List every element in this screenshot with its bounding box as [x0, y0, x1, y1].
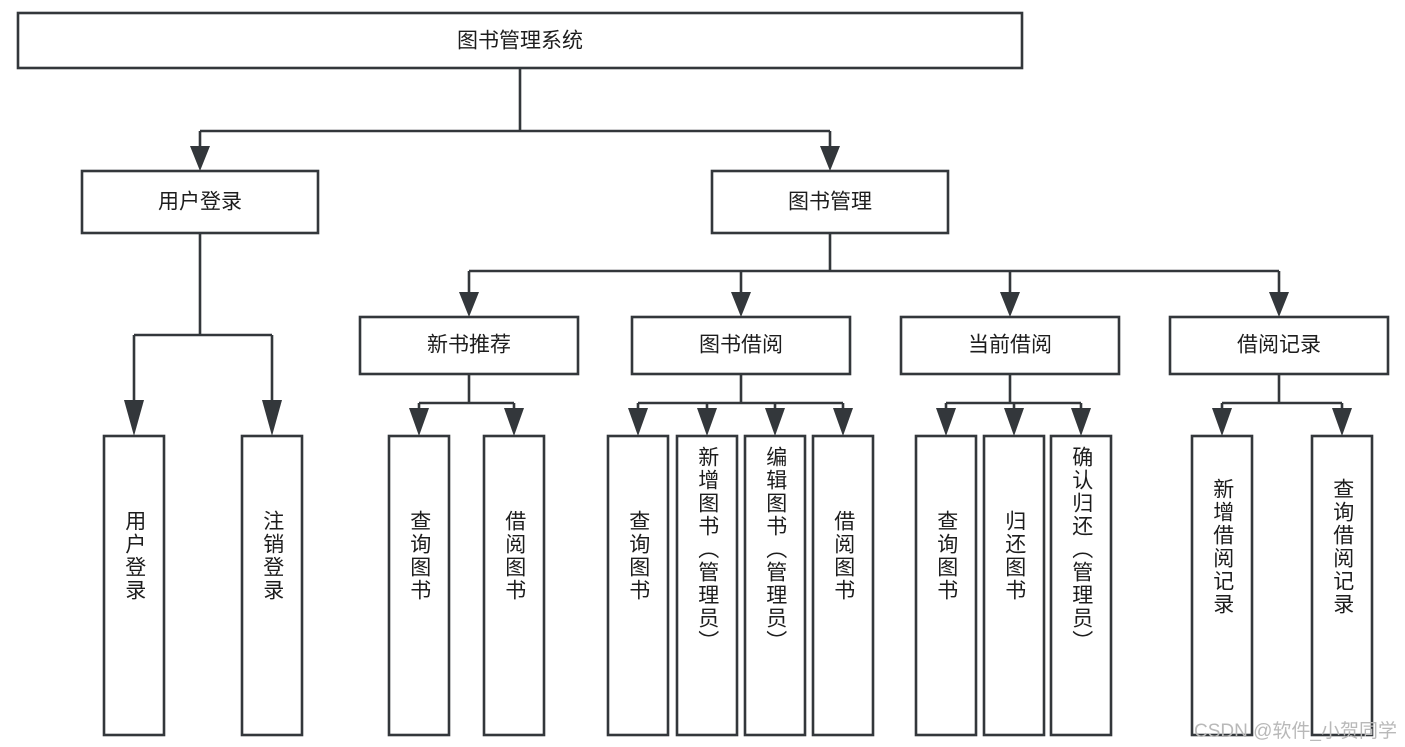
arrowhead-leaf-query-borrow-record	[1332, 408, 1352, 436]
leaf-box-query-book-current[interactable]	[914, 434, 978, 737]
leaf-box-query-book-borrow[interactable]	[606, 434, 670, 737]
leaf-box-confirm-return-admin[interactable]	[1049, 434, 1113, 737]
book-borrow-label: 图书借阅	[699, 334, 783, 357]
arrowhead-borrow-record	[1269, 292, 1289, 317]
root-box[interactable]	[16, 11, 1024, 70]
arrowhead-book-borrow	[731, 292, 751, 317]
user-login-box[interactable]	[80, 169, 320, 235]
root-label: 图书管理系统	[457, 30, 583, 53]
arrowhead-leaf-query-book-borrow	[628, 408, 648, 436]
current-borrow-box[interactable]	[899, 315, 1121, 376]
arrowhead-leaf-logout	[262, 400, 282, 436]
leaf-box-query-borrow-record[interactable]	[1310, 434, 1374, 737]
arrowhead-leaf-return-book	[1004, 408, 1024, 436]
book-management-box[interactable]	[710, 169, 950, 235]
node-borrow-record[interactable]: 借阅记录	[1168, 315, 1390, 376]
leaf-box-borrow-book[interactable]	[811, 434, 875, 737]
node-current-borrow[interactable]: 当前借阅	[899, 315, 1121, 376]
leaf-box-edit-book-admin[interactable]	[743, 434, 807, 737]
leaf-box-layer	[102, 434, 1374, 737]
arrowhead-leaf-borrow-book-recommend	[504, 408, 524, 436]
arrowhead-leaf-edit-book-admin	[765, 408, 785, 436]
leaf-box-add-borrow-record[interactable]	[1190, 434, 1254, 737]
leaf-box-add-book-admin[interactable]	[675, 434, 739, 737]
arrowhead-user-login	[190, 146, 210, 171]
new-book-recommend-label: 新书推荐	[427, 334, 511, 357]
user-login-label: 用户登录	[158, 191, 242, 214]
leaf-box-borrow-book-recommend[interactable]	[482, 434, 546, 737]
node-user-login[interactable]: 用户登录	[80, 169, 320, 235]
arrowhead-book-management	[820, 146, 840, 171]
borrow-record-box[interactable]	[1168, 315, 1390, 376]
new-book-recommend-box[interactable]	[358, 315, 580, 376]
leaf-box-logout[interactable]	[240, 434, 304, 737]
arrowhead-leaf-query-book-current	[936, 408, 956, 436]
arrowhead-leaf-add-book-admin	[697, 408, 717, 436]
connector-layer	[124, 68, 1352, 436]
node-book-borrow[interactable]: 图书借阅	[630, 315, 852, 376]
book-management-label: 图书管理	[788, 191, 872, 214]
arrowhead-leaf-confirm-return-admin	[1071, 408, 1091, 436]
arrowhead-current-borrow	[1000, 292, 1020, 317]
watermark-text: CSDN @软件_小贺同学	[1194, 721, 1397, 742]
arrowhead-leaf-add-borrow-record	[1212, 408, 1232, 436]
leaf-box-user-login[interactable]	[102, 434, 166, 737]
leaf-box-return-book[interactable]	[982, 434, 1046, 737]
node-new-book-recommend[interactable]: 新书推荐	[358, 315, 580, 376]
arrowhead-new-book-recommend	[459, 292, 479, 317]
leaf-box-query-book-recommend[interactable]	[387, 434, 451, 737]
node-root[interactable]: 图书管理系统	[16, 11, 1024, 70]
arrowhead-leaf-borrow-book	[833, 408, 853, 436]
book-borrow-box[interactable]	[630, 315, 852, 376]
borrow-record-label: 借阅记录	[1237, 334, 1321, 357]
arrowhead-leaf-user-login	[124, 400, 144, 436]
current-borrow-label: 当前借阅	[968, 334, 1052, 357]
node-book-management[interactable]: 图书管理	[710, 169, 950, 235]
arrowhead-leaf-query-book-recommend	[409, 408, 429, 436]
